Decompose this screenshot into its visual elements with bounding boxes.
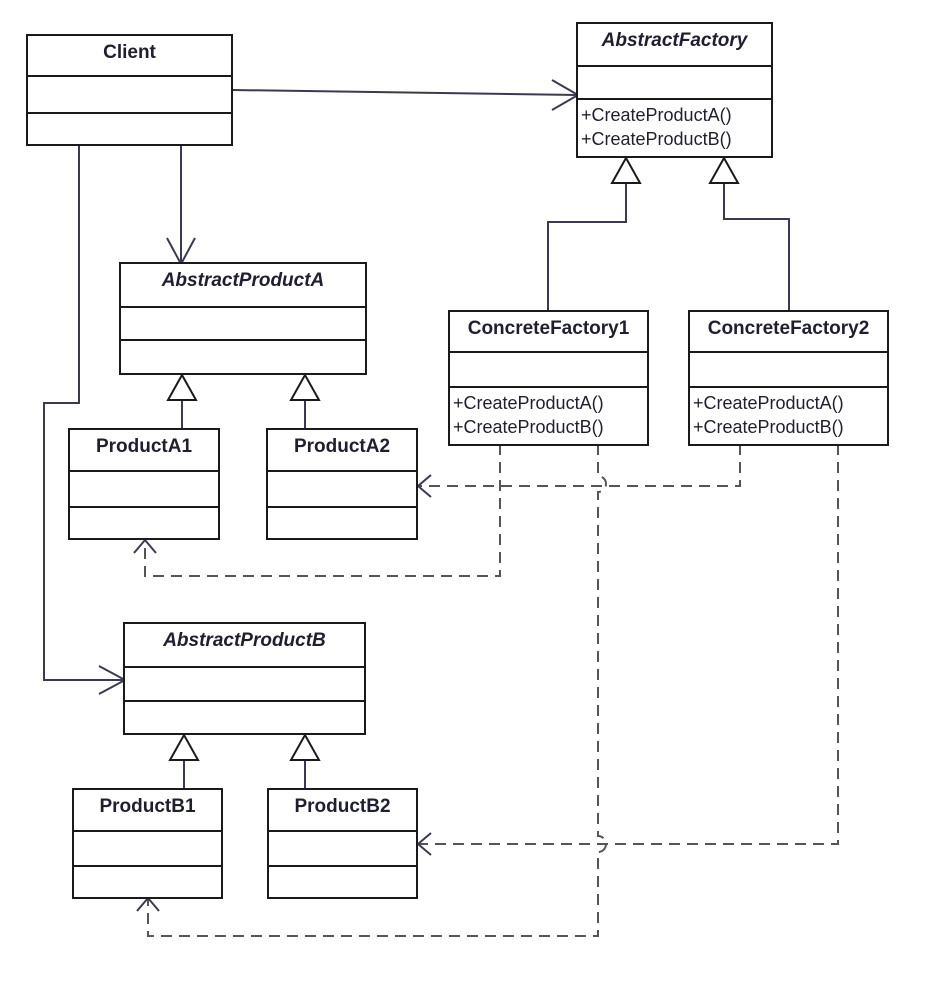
edge-cf2-productb2: [416, 444, 839, 856]
class-name: ConcreteFactory2: [707, 318, 870, 339]
edge-producta1-abstractproducta: [166, 372, 198, 430]
class-name: AbstractProductB: [163, 630, 326, 651]
attributes-compartment: [70, 470, 218, 506]
operations-compartment: [70, 506, 218, 538]
class-name: Client: [103, 42, 156, 63]
operations-compartment: +CreateProductA() +CreateProductB(): [690, 386, 887, 444]
class-client: Client: [26, 34, 233, 146]
attributes-compartment: [269, 830, 416, 865]
operation: +CreateProductA(): [581, 105, 732, 125]
operations-compartment: [125, 700, 364, 733]
attributes-compartment: [28, 75, 231, 112]
edge-cf1-abstractfactory: [547, 155, 642, 312]
class-product-b2: ProductB2: [267, 788, 418, 899]
class-name: ConcreteFactory1: [467, 318, 630, 339]
attributes-compartment: [125, 666, 364, 700]
operations-compartment: [268, 506, 416, 538]
class-name: ProductA2: [293, 436, 391, 457]
class-concrete-factory-2: ConcreteFactory2 +CreateProductA() +Crea…: [688, 310, 889, 446]
class-abstract-factory: AbstractFactory +CreateProductA() +Creat…: [576, 22, 773, 158]
attributes-compartment: [121, 306, 365, 339]
attributes-compartment: [578, 65, 771, 98]
class-concrete-factory-1: ConcreteFactory1 +CreateProductA() +Crea…: [448, 310, 649, 446]
operations-compartment: [74, 865, 221, 897]
attributes-compartment: [268, 470, 416, 506]
edge-client-abstractproductb: [43, 146, 128, 695]
attributes-compartment: [690, 351, 887, 386]
operations-compartment: +CreateProductA() +CreateProductB(): [450, 386, 647, 444]
operation: +CreateProductB(): [693, 417, 844, 437]
operation: +CreateProductB(): [581, 129, 732, 149]
operations-compartment: [28, 112, 231, 144]
class-product-a2: ProductA2: [266, 428, 418, 540]
edge-cf2-abstractfactory: [708, 155, 790, 312]
class-abstract-product-a: AbstractProductA: [119, 262, 367, 375]
edge-productb1-abstractproductb: [168, 732, 200, 790]
class-name: ProductB2: [294, 796, 391, 817]
edge-cf1-producta1: [133, 444, 501, 577]
operations-compartment: [121, 339, 365, 373]
operations-compartment: [269, 865, 416, 897]
class-name: ProductA1: [95, 436, 193, 457]
edge-client-abstractproducta: [166, 146, 196, 267]
attributes-compartment: [74, 830, 221, 865]
edge-producta2-abstractproducta: [289, 372, 321, 430]
class-name: AbstractFactory: [601, 30, 748, 51]
class-product-b1: ProductB1: [72, 788, 223, 899]
operations-compartment: +CreateProductA() +CreateProductB(): [578, 98, 771, 156]
class-product-a1: ProductA1: [68, 428, 220, 540]
class-name: AbstractProductA: [161, 270, 325, 291]
attributes-compartment: [450, 351, 647, 386]
edge-client-abstractfactory: [232, 79, 581, 111]
operation: +CreateProductB(): [453, 417, 604, 437]
operation: +CreateProductA(): [453, 393, 604, 413]
class-abstract-product-b: AbstractProductB: [123, 622, 366, 735]
edge-productb2-abstractproductb: [289, 732, 321, 790]
class-name: ProductB1: [99, 796, 196, 817]
operation: +CreateProductA(): [693, 393, 844, 413]
edge-cf2-producta2: [416, 444, 741, 498]
